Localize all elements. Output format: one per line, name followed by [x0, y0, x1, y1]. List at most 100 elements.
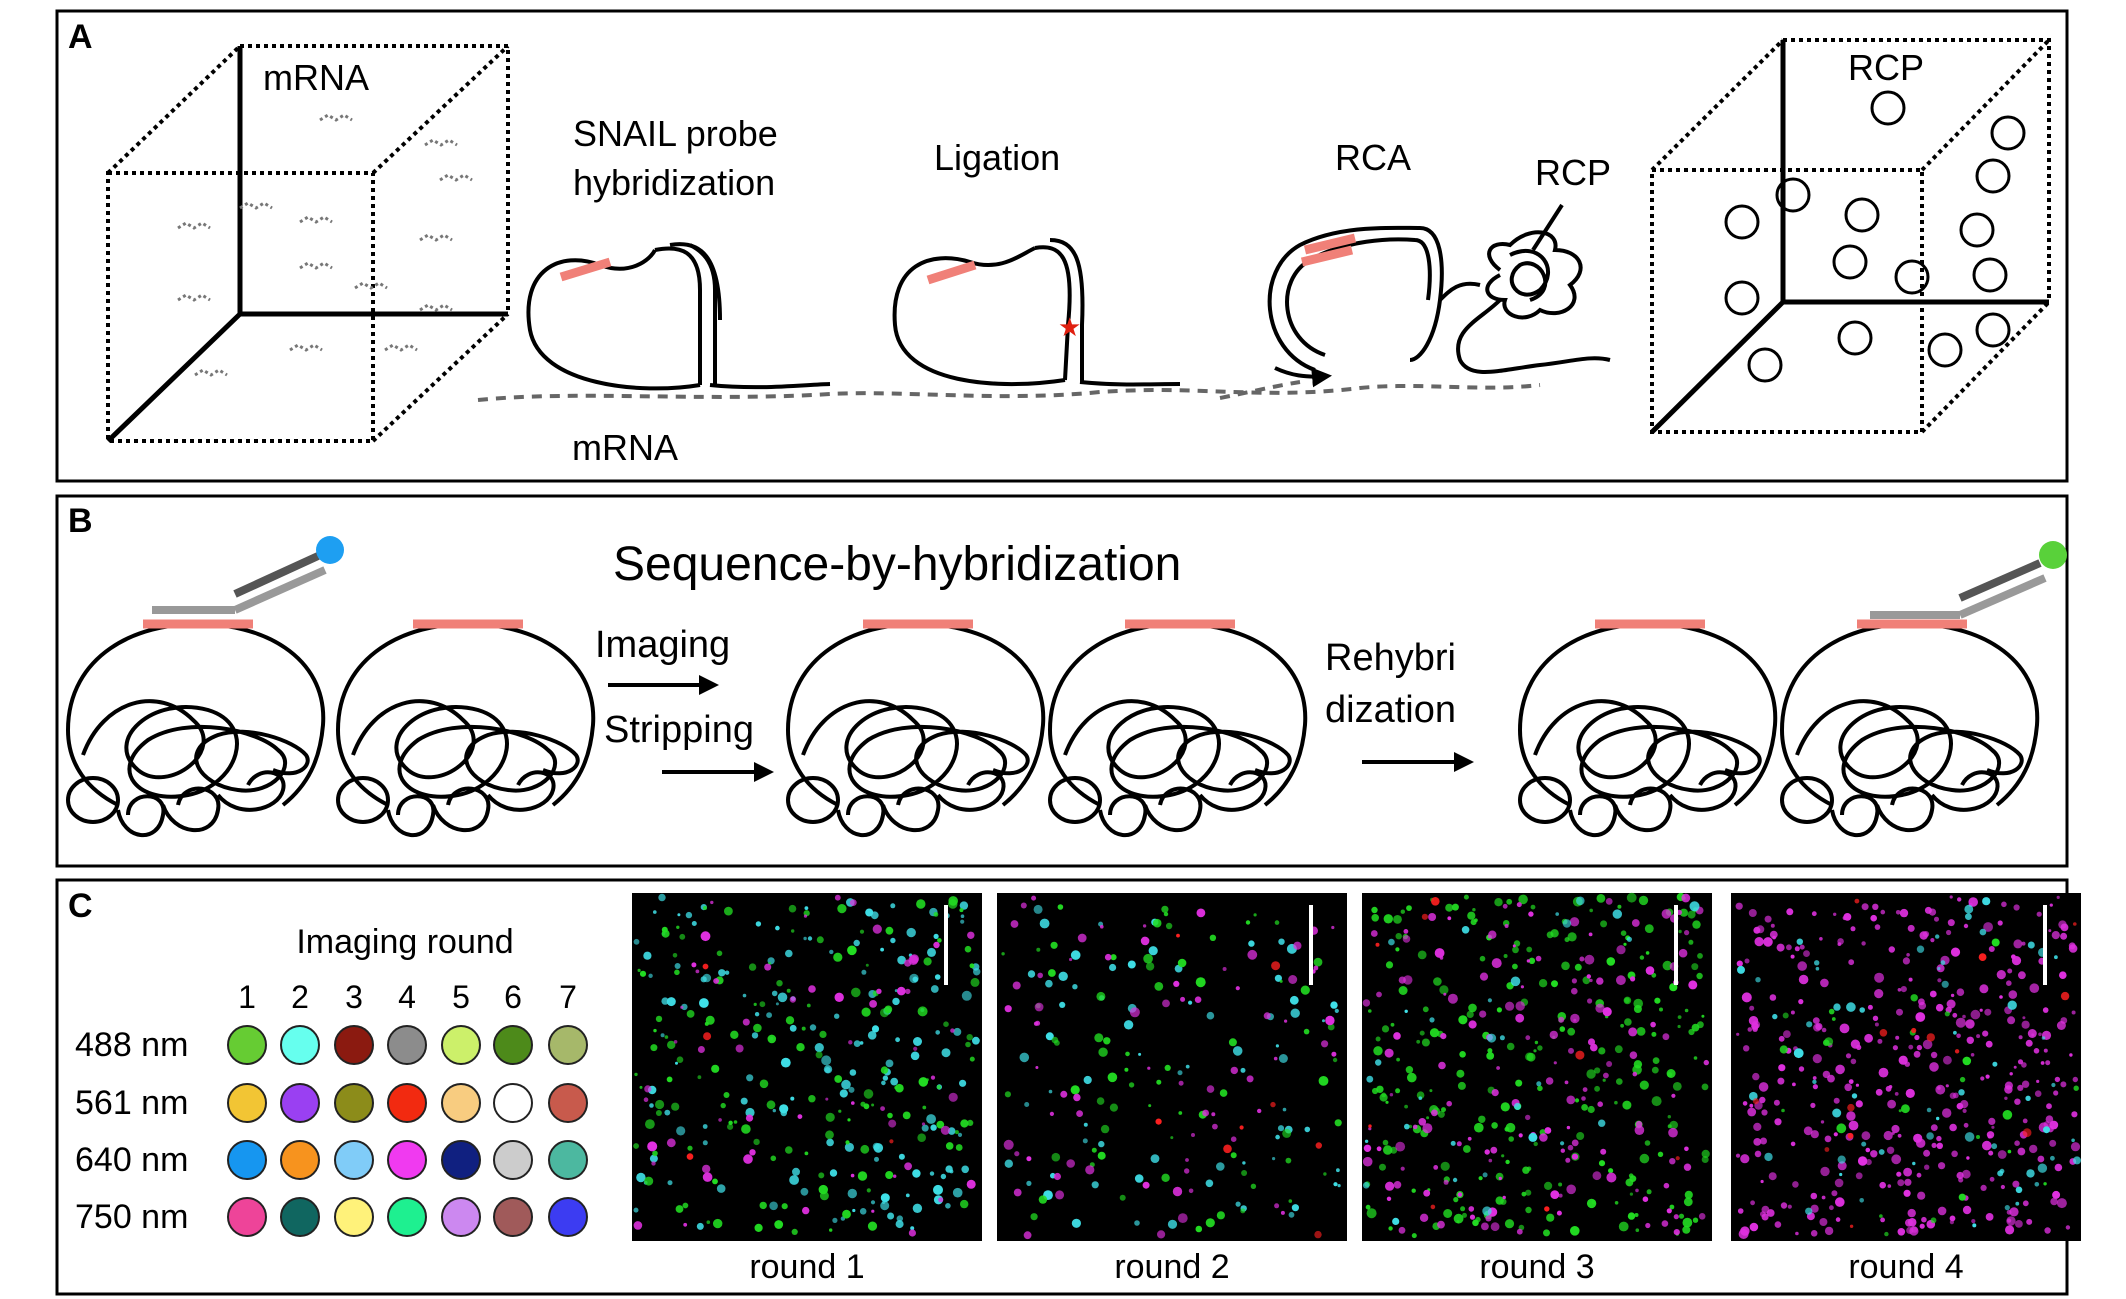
detection-probe-2	[1870, 541, 2067, 619]
color-code-dot	[227, 1025, 267, 1065]
rehyb-line1: Rehybri	[1325, 637, 1456, 679]
image-caption: round 2	[1114, 1248, 1229, 1286]
image-caption: round 4	[1848, 1248, 1963, 1286]
imaging-label: Imaging	[595, 624, 730, 666]
fluorescence-spots	[1362, 892, 1710, 1239]
color-code-dot	[441, 1197, 481, 1237]
rcp-blob-3	[788, 624, 1043, 835]
cube-mrna-label: mRNA	[263, 57, 369, 98]
channel-label: 640 nm	[75, 1141, 188, 1179]
probe-step-line1: SNAIL probe	[573, 113, 778, 154]
cube-rcp-label: RCP	[1848, 47, 1924, 88]
image-caption: round 3	[1479, 1248, 1594, 1286]
round-number: 7	[559, 979, 577, 1015]
color-code-dot	[280, 1140, 320, 1180]
round-number: 1	[238, 979, 256, 1015]
color-code-dot	[387, 1197, 427, 1237]
round-number: 5	[452, 979, 470, 1015]
color-code-dot	[548, 1197, 588, 1237]
color-code-dot	[280, 1025, 320, 1065]
snail-probe	[526, 242, 831, 391]
color-code-dot	[227, 1140, 267, 1180]
mrna-strand	[477, 383, 1541, 402]
image-background	[632, 893, 982, 1241]
channel-labels: 488 nm 561 nm 640 nm 750 nm	[75, 1026, 188, 1236]
channel-label: 488 nm	[75, 1026, 188, 1064]
channel-label: 750 nm	[75, 1198, 188, 1236]
microscopy-image: round 1	[632, 893, 982, 1286]
microscopy-image: round 2	[997, 893, 1347, 1286]
panel-b-letter: B	[68, 502, 93, 540]
panel-c-letter: C	[68, 887, 93, 925]
color-code-dot	[493, 1140, 533, 1180]
color-code-dot	[493, 1025, 533, 1065]
rcp-blob-1	[68, 624, 323, 835]
color-code-dot	[548, 1140, 588, 1180]
color-code-dot	[387, 1140, 427, 1180]
round-number: 4	[398, 979, 416, 1015]
channel-label: 561 nm	[75, 1084, 188, 1122]
color-code-dot	[334, 1140, 374, 1180]
fluorophore-green-icon	[2039, 541, 2067, 569]
panel-a-frame	[55, 9, 2069, 483]
color-code-dot	[387, 1025, 427, 1065]
rca-probe-arm	[1303, 233, 1357, 255]
mrna-cube	[106, 44, 510, 443]
detection-probe-1	[152, 536, 344, 614]
ligation-star-icon: ★	[1058, 312, 1081, 342]
rca-arrow	[1274, 366, 1332, 388]
color-code-dot	[441, 1083, 481, 1123]
round-number: 3	[345, 979, 363, 1015]
fluorescence-spots	[1001, 895, 1342, 1240]
color-code-dot	[387, 1083, 427, 1123]
color-code-dot	[334, 1197, 374, 1237]
fluorescence-spots	[1735, 895, 2081, 1239]
rca-product	[1267, 203, 1611, 374]
color-code-dot	[441, 1025, 481, 1065]
fluorophore-blue-icon	[316, 536, 344, 564]
color-code-dot	[334, 1025, 374, 1065]
microscopy-images: round 1 round 2 round 3 round 4	[632, 892, 2081, 1286]
rca-probe-arm-2	[1300, 245, 1354, 267]
color-code-dot	[548, 1025, 588, 1065]
rcp-circles	[1724, 90, 2026, 383]
color-code-dot	[280, 1197, 320, 1237]
mrna-label: mRNA	[572, 427, 678, 468]
panel-b: B Sequence-by-hybridization Imaging Stri…	[55, 494, 2069, 868]
panel-b-frame	[55, 494, 2069, 868]
panel-a-letter: A	[68, 18, 93, 56]
color-code-dot	[280, 1083, 320, 1123]
microscopy-image: round 4	[1731, 893, 2081, 1286]
panel-a: A	[55, 9, 2069, 483]
color-code-grid	[227, 1025, 588, 1237]
mrna-molecules	[177, 113, 473, 377]
rcp-cube	[1650, 38, 2051, 434]
color-code-dot	[227, 1197, 267, 1237]
rehyb-line2: dization	[1325, 689, 1456, 731]
rca-label: RCA	[1335, 137, 1411, 178]
color-code-dot	[441, 1140, 481, 1180]
color-code-dot	[227, 1083, 267, 1123]
rcp-blob-5	[1520, 624, 1775, 835]
round-number: 6	[504, 979, 522, 1015]
stripping-label: Stripping	[604, 709, 754, 751]
imaging-round-title: Imaging round	[296, 923, 513, 961]
microscopy-image: round 3	[1362, 892, 1712, 1286]
color-code-dot	[334, 1083, 374, 1123]
rcp-blob-2	[338, 624, 593, 835]
image-caption: round 1	[749, 1248, 864, 1286]
fluorescence-spots	[633, 893, 981, 1237]
color-code-dot	[493, 1197, 533, 1237]
color-code-dot	[493, 1083, 533, 1123]
probe-step-line2: hybridization	[573, 162, 775, 203]
ligated-probe	[892, 238, 1181, 387]
ligation-label: Ligation	[934, 137, 1060, 178]
panel-b-title: Sequence-by-hybridization	[613, 538, 1181, 591]
rcp-blob-4	[1050, 624, 1305, 835]
rcp-arrow-label: RCP	[1535, 152, 1611, 193]
color-code-dot	[548, 1083, 588, 1123]
round-number: 2	[291, 979, 309, 1015]
